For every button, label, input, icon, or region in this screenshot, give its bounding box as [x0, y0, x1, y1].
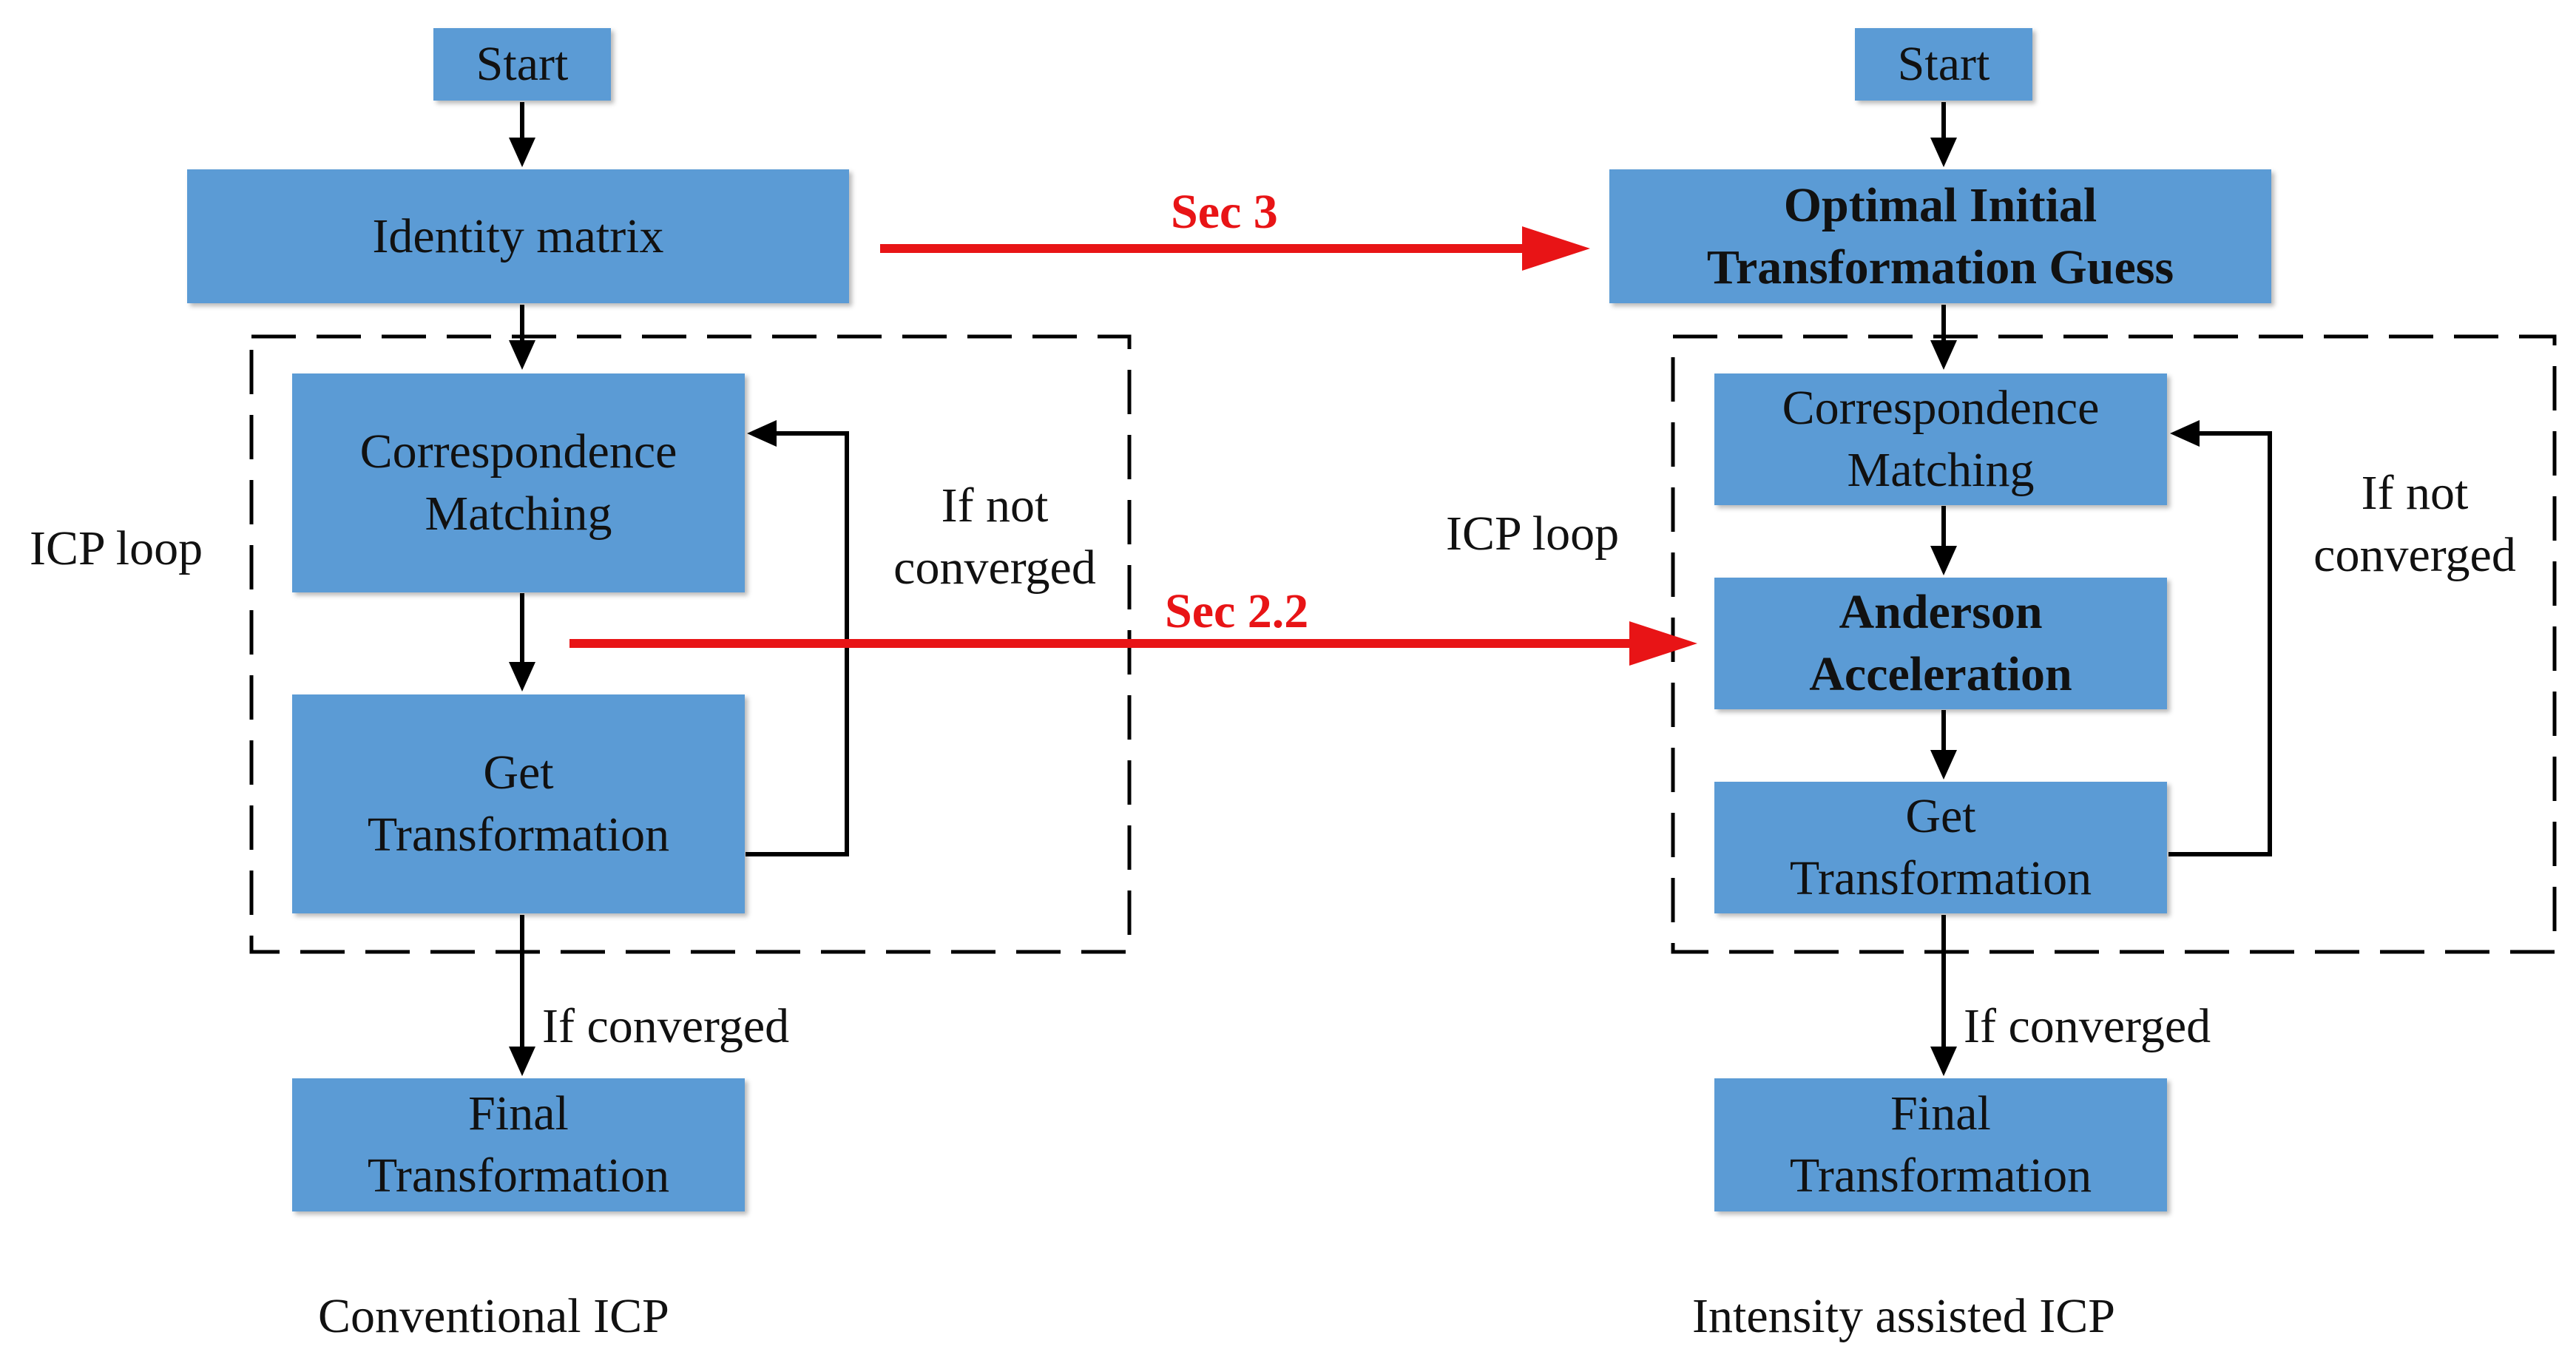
right-final-line2: Transformation	[1789, 1149, 2092, 1203]
right-correspondence-box: Correspondence Matching	[1714, 373, 2167, 505]
right-correspondence-line1: Correspondence	[1782, 381, 2100, 435]
right-correspondence-line2: Matching	[1847, 443, 2035, 497]
right-arrows	[1930, 102, 2272, 1076]
sec2-2-label: Sec 2.2	[1165, 584, 1309, 638]
left-identity-matrix-label: Identity matrix	[372, 209, 664, 263]
red-links	[569, 226, 1697, 666]
left-caption: Conventional ICP	[318, 1289, 669, 1343]
right-initial-guess-line2: Transformation Guess	[1706, 240, 2174, 294]
right-if-not-line1: If not	[2361, 466, 2469, 520]
left-correspondence-line2: Matching	[425, 487, 612, 541]
right-if-converged-label: If converged	[1964, 999, 2211, 1053]
left-if-not-line1: If not	[941, 479, 1049, 533]
left-correspondence-box: Correspondence Matching	[292, 373, 745, 592]
left-final-transformation-box: Final Transformation	[292, 1078, 745, 1211]
left-correspondence-line1: Correspondence	[359, 425, 677, 479]
right-get-transformation-box: Get Transformation	[1714, 782, 2167, 913]
left-identity-matrix-box: Identity matrix	[187, 169, 849, 303]
right-if-not-converged-label: If not converged	[2282, 462, 2548, 587]
left-get-transformation-line1: Get	[483, 746, 554, 800]
right-caption: Intensity assisted ICP	[1692, 1289, 2115, 1343]
right-get-transformation-line2: Transformation	[1789, 851, 2092, 905]
right-final-line1: Final	[1890, 1086, 1991, 1140]
left-final-line2: Transformation	[367, 1149, 670, 1203]
right-final-transformation-box: Final Transformation	[1714, 1078, 2167, 1211]
right-initial-guess-box: Optimal Initial Transformation Guess	[1609, 169, 2271, 303]
right-anderson-line2: Acceleration	[1809, 647, 2072, 701]
right-start-box: Start	[1855, 28, 2032, 101]
left-get-transformation-box: Get Transformation	[292, 694, 745, 913]
right-anderson-line1: Anderson	[1839, 585, 2043, 639]
right-if-not-line2: converged	[2313, 528, 2516, 582]
left-start-box: Start	[433, 28, 611, 101]
right-icp-loop-label: ICP loop	[1446, 507, 1620, 561]
left-get-transformation-line2: Transformation	[367, 808, 670, 862]
left-if-not-line2: converged	[893, 541, 1096, 595]
right-start-label: Start	[1897, 37, 1990, 91]
right-initial-guess-line1: Optimal Initial	[1783, 178, 2097, 232]
right-get-transformation-line1: Get	[1905, 789, 1976, 843]
left-if-not-converged-label: If not converged	[862, 475, 1128, 599]
left-icp-loop-label: ICP loop	[30, 521, 203, 575]
sec3-label: Sec 3	[1171, 185, 1278, 239]
left-if-converged-label: If converged	[542, 999, 790, 1053]
right-anderson-box: Anderson Acceleration	[1714, 578, 2167, 709]
left-final-line1: Final	[468, 1086, 569, 1140]
left-start-label: Start	[476, 37, 569, 91]
